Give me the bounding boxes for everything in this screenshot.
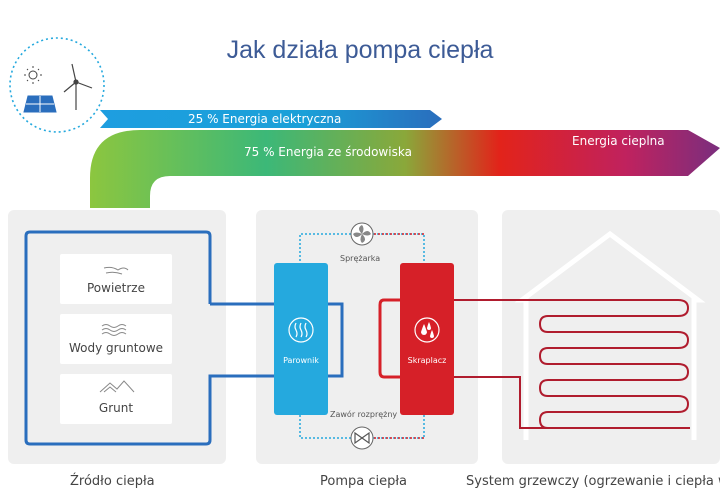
electric-energy-arrow <box>100 110 442 128</box>
source-item-label: Grunt <box>98 401 134 415</box>
source-item-ground: Grunt <box>60 374 172 424</box>
source-loop-pipe <box>24 230 278 446</box>
mountains-icon <box>99 380 135 393</box>
source-box-groundwater <box>60 314 172 364</box>
wind-turbine-icon <box>63 63 93 110</box>
evaporator-label: Parownik <box>283 356 319 365</box>
evaporator-block <box>274 263 328 415</box>
page-title: Jak działa pompa ciepła <box>226 36 494 64</box>
heat-pump-caption: Pompa ciepła <box>320 474 408 489</box>
source-item-label: Powietrze <box>86 281 145 295</box>
source-item-groundwater: Wody gruntowe <box>60 314 172 364</box>
source-box-ground <box>60 374 172 424</box>
expansion-valve-icon <box>350 426 374 450</box>
wind-icon <box>103 266 129 275</box>
environment-energy-label: 75 % Energia ze środowiska <box>244 145 412 159</box>
solar-panel-icon <box>23 95 57 113</box>
compressor-label: Sprężarka <box>340 254 381 263</box>
output-energy-label: Energia cieplna <box>572 134 665 148</box>
expansion-valve-label: Zawór rozprężny <box>330 410 398 419</box>
compressor-icon <box>350 222 374 246</box>
heat-source-caption: Źródło ciepła <box>70 474 155 489</box>
electric-energy-label: 25 % Energia elektryczna <box>188 112 342 126</box>
sun-icon <box>24 66 42 84</box>
condenser-block <box>400 263 454 415</box>
source-item-air: Powietrze <box>60 254 172 304</box>
condenser-label: Skraplacz <box>407 356 447 365</box>
water-waves-icon <box>101 324 127 336</box>
evaporation-icon <box>288 317 314 343</box>
condensation-icon <box>414 317 440 343</box>
source-item-label: Wody gruntowe <box>68 341 164 355</box>
energy-band <box>90 130 720 208</box>
source-box-air <box>60 254 172 304</box>
floor-heating-coil <box>454 299 690 429</box>
heating-system-caption: System grzewczy (ogrzewanie i ciepła w <box>466 474 720 489</box>
